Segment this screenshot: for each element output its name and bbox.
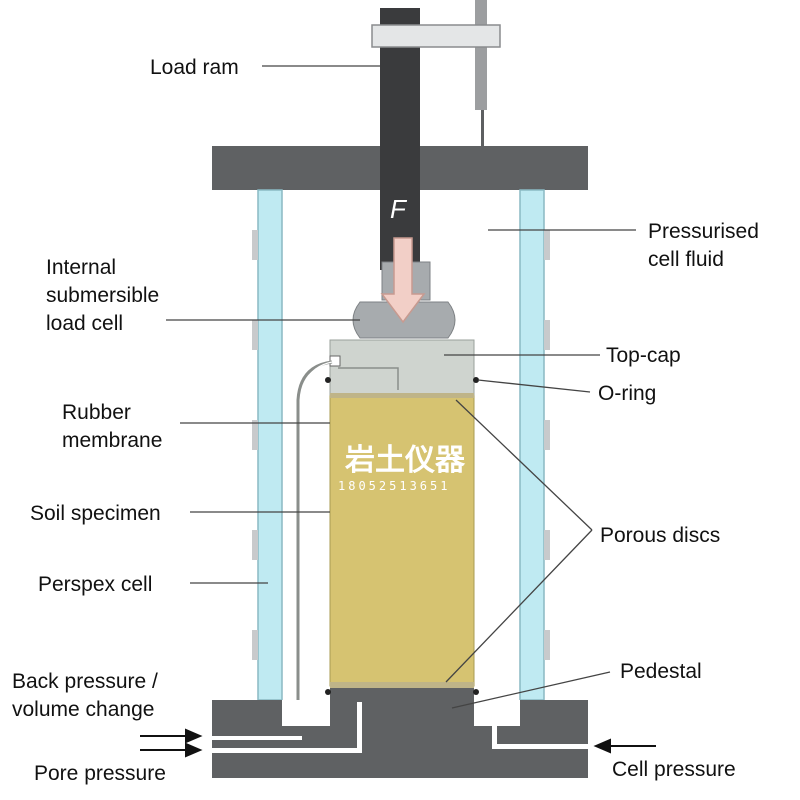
watermark-text: 岩土仪器 [345, 443, 466, 478]
pore-channel [212, 748, 362, 753]
pedestal [330, 688, 474, 702]
o-ring-markers [325, 377, 479, 695]
porous-disc-bottom [330, 682, 474, 688]
soil-specimen [329, 395, 475, 687]
pressure-arrows [140, 728, 656, 758]
perspex-wall-right [519, 189, 545, 701]
base-gap-left [282, 700, 330, 726]
label-back-pressure-1: Back pressure / [12, 670, 158, 693]
load-ram [380, 8, 420, 270]
pore-channel-riser [357, 702, 362, 753]
cell-channel-riser [492, 724, 497, 749]
crossbar [371, 24, 501, 48]
label-perspex-cell: Perspex cell [38, 573, 152, 596]
label-pedestal: Pedestal [620, 660, 702, 683]
cell-channel [492, 744, 588, 749]
label-pressurised-1: Pressurised [648, 220, 759, 243]
label-soil-specimen: Soil specimen [30, 502, 161, 525]
label-rubber-1: Rubber [62, 401, 131, 424]
gauge-rod [475, 0, 487, 110]
force-arrow [380, 237, 426, 324]
label-top-cap: Top-cap [606, 344, 681, 367]
label-load-ram: Load ram [150, 56, 239, 79]
back-channel [212, 736, 302, 740]
leader-lines [166, 65, 636, 709]
label-load-cell-1: Internal [46, 256, 116, 279]
label-o-ring: O-ring [598, 382, 656, 405]
tie-rod-bumps [252, 230, 550, 660]
label-back-pressure-2: volume change [12, 698, 154, 721]
topcap-drainage [338, 367, 399, 390]
back-pressure-tube-inner [301, 361, 333, 700]
perspex-wall-left [257, 189, 283, 701]
label-pore-pressure: Pore pressure [34, 762, 166, 785]
base-gap-right [474, 700, 520, 726]
back-pressure-tube [212, 360, 333, 740]
label-cell-pressure: Cell pressure [612, 758, 736, 781]
label-load-cell-2: submersible [46, 284, 159, 307]
watermark-phone: 18052513651 [338, 479, 450, 493]
label-pressurised-2: cell fluid [648, 248, 724, 271]
force-symbol: F [390, 194, 408, 224]
label-load-cell-3: load cell [46, 312, 123, 335]
label-rubber-2: membrane [62, 429, 162, 452]
label-porous-discs: Porous discs [600, 524, 720, 547]
porous-disc-top [330, 393, 474, 398]
gauge-rod-lower [481, 110, 484, 146]
